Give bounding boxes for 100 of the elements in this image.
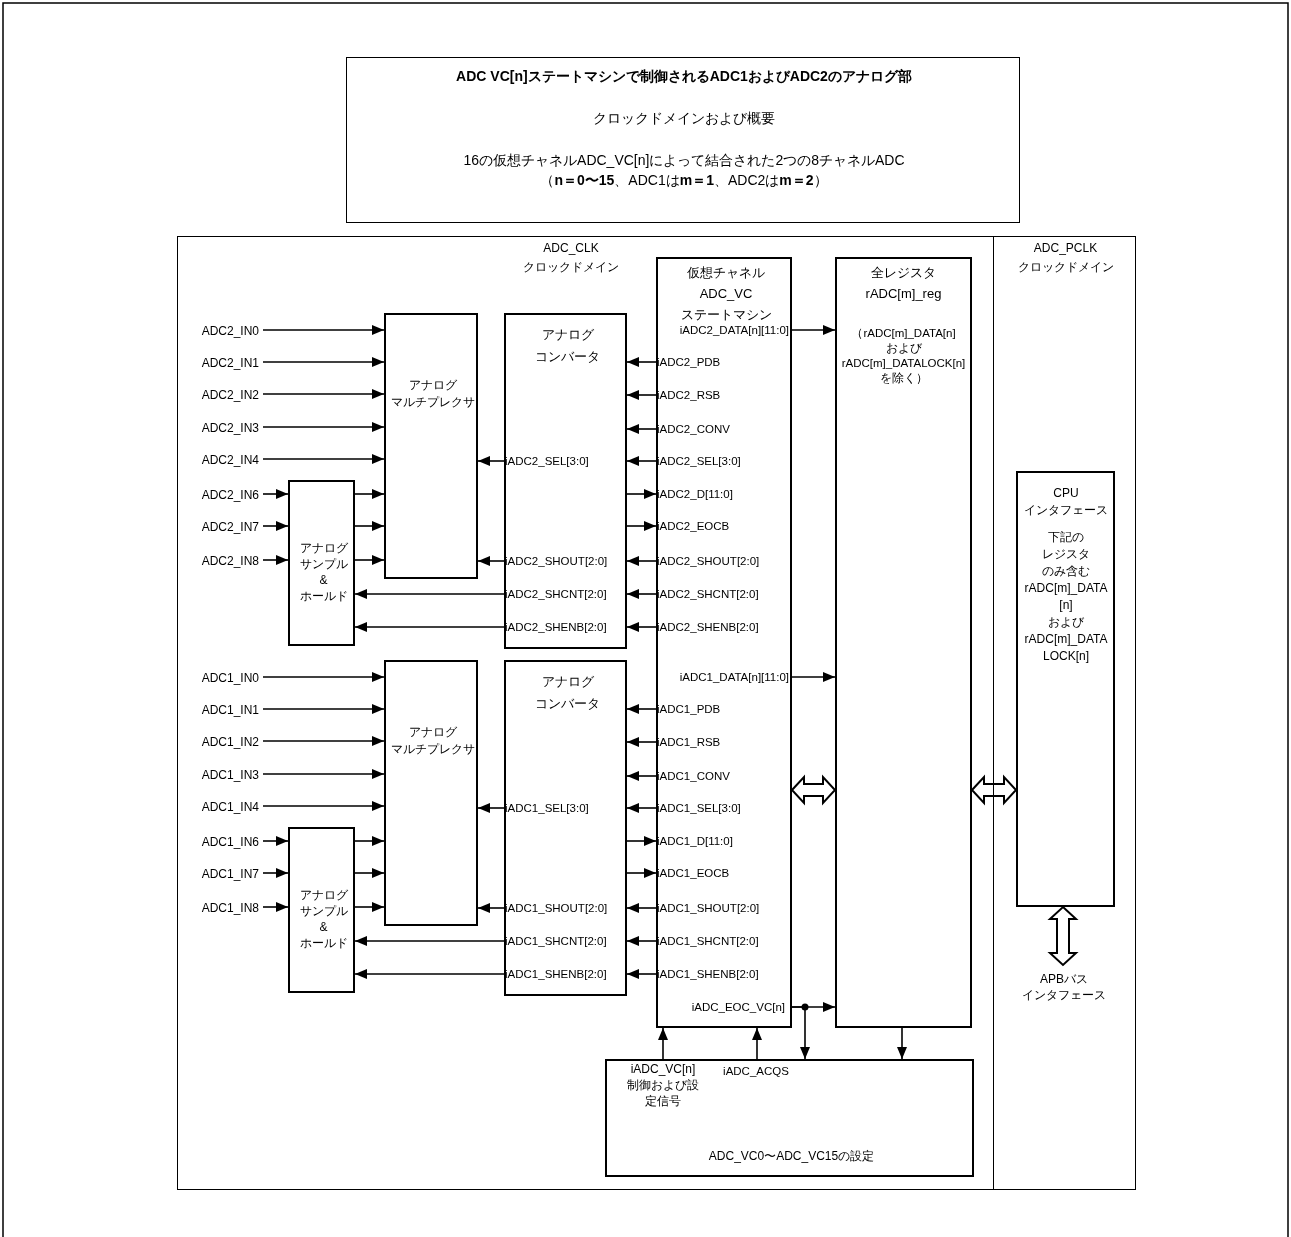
input-signal-name: ADC1_IN6 xyxy=(187,834,259,850)
signal-name: iADC2_SHOUT[2:0] xyxy=(505,554,609,569)
arrow xyxy=(626,424,657,434)
label-text: & xyxy=(318,572,329,588)
arrow xyxy=(626,771,657,781)
arrow xyxy=(262,868,289,878)
label-text: rADC[m]_DATA[n] xyxy=(1024,580,1108,614)
label-text: ADC_VC0〜ADC_VC15の設定 xyxy=(707,1148,876,1165)
signal-name: iADC2_EOCB xyxy=(657,519,731,534)
signal-name: iADC1_SHENB[2:0] xyxy=(505,967,608,982)
signal-name: iADC1_CONV xyxy=(657,769,731,784)
arrow xyxy=(626,969,657,979)
label-text: インタフェース xyxy=(1021,987,1107,1003)
label-text: クロックドメイン xyxy=(522,259,620,276)
clock-domain-region xyxy=(177,236,994,1190)
label-text: 下記の xyxy=(1047,529,1085,546)
arrow xyxy=(262,325,385,335)
signal-name: iADC1_SHOUT[2:0] xyxy=(505,901,609,916)
input-signal-name: ADC2_IN4 xyxy=(187,452,259,468)
label-text: クロックドメイン xyxy=(1016,259,1115,276)
arrow xyxy=(626,357,657,367)
arrow xyxy=(897,1027,907,1060)
signal-name: iADC2_SHENB[2:0] xyxy=(657,620,760,635)
arrow xyxy=(626,903,657,913)
arrow xyxy=(262,736,385,746)
signal-name: iADC2_SEL[3:0] xyxy=(505,454,590,469)
label-text: rADC[m]_reg xyxy=(864,285,943,303)
input-signal-name: ADC2_IN7 xyxy=(187,519,259,535)
label-text: ホールド xyxy=(298,935,349,951)
arrow xyxy=(262,836,289,846)
arrow xyxy=(262,555,289,565)
arrow xyxy=(262,672,385,682)
label-text: アナログ xyxy=(408,377,458,394)
arrow xyxy=(626,936,657,946)
label-text: および xyxy=(1047,614,1085,631)
input-signal-name: ADC1_IN0 xyxy=(187,670,259,686)
arrow xyxy=(262,389,385,399)
label-text: ADC_CLK xyxy=(542,240,600,257)
signal-name: iADC1_PDB xyxy=(657,702,722,717)
label-text: rADC[m]_DATALOCK[n] xyxy=(1024,631,1108,665)
label-text: コンバータ xyxy=(534,695,601,713)
arrow xyxy=(477,456,505,466)
label-text: コンバータ xyxy=(534,348,601,366)
arrow xyxy=(262,357,385,367)
arrow xyxy=(626,456,657,466)
signal-name: iADC1_SEL[3:0] xyxy=(505,801,590,816)
label-text: および xyxy=(884,341,923,356)
arrow xyxy=(354,936,505,946)
converter-box xyxy=(504,660,627,996)
arrow xyxy=(626,803,657,813)
label-text: クロックドメインおよび概要 xyxy=(592,109,776,128)
label-text: 仮想チャネル xyxy=(686,264,766,282)
sample-hold-box xyxy=(288,480,355,646)
label-text: ホールド xyxy=(298,588,349,604)
label-text: CPU xyxy=(1052,485,1080,502)
arrow xyxy=(626,390,657,400)
title-box xyxy=(346,57,1020,223)
label-text: & xyxy=(318,919,329,935)
label-text: サンプル xyxy=(298,903,349,919)
arrow xyxy=(752,1027,762,1060)
arrow xyxy=(354,868,385,878)
double-arrow xyxy=(970,774,1018,806)
signal-name: iADC_VC[n]制御および設定信号 xyxy=(626,1061,700,1109)
arrow xyxy=(626,589,657,599)
label-text: rADC[m]_DATALOCK[n] xyxy=(840,356,967,371)
label-text: アナログ xyxy=(298,887,349,903)
signal-name: iADC1_SEL[3:0] xyxy=(657,801,742,816)
arrow xyxy=(658,1027,668,1060)
signal-name: iADC1_SHOUT[2:0] xyxy=(657,901,761,916)
signal-name: iADC2_SEL[3:0] xyxy=(657,454,742,469)
label-text: ステートマシン xyxy=(679,306,773,324)
arrow xyxy=(354,521,385,531)
input-signal-name: ADC2_IN2 xyxy=(187,387,259,403)
arrow xyxy=(262,521,289,531)
multiplexer-box xyxy=(384,660,478,926)
label-text: のみ含む xyxy=(1041,563,1091,580)
arrow xyxy=(262,422,385,432)
arrow xyxy=(626,521,657,531)
signal-name: iADC1_RSB xyxy=(657,735,722,750)
signal-name: iADC1_SHENB[2:0] xyxy=(657,967,760,982)
arrow xyxy=(626,737,657,747)
arrow xyxy=(791,1006,810,1060)
arrow xyxy=(791,325,836,335)
signal-name: iADC1_DATA[n][11:0] xyxy=(678,670,789,685)
arrow xyxy=(477,556,505,566)
arrow xyxy=(354,589,505,599)
input-signal-name: ADC2_IN3 xyxy=(187,420,259,436)
clock-domain-region xyxy=(993,236,1136,1190)
signal-name: iADC2_D[11:0] xyxy=(657,487,734,502)
arrow xyxy=(791,672,836,682)
register-box xyxy=(835,257,972,1028)
arrow xyxy=(626,622,657,632)
input-signal-name: ADC2_IN1 xyxy=(187,355,259,371)
arrow xyxy=(626,704,657,714)
input-signal-name: ADC2_IN6 xyxy=(187,487,259,503)
signal-name: iADC2_DATA[n][11:0] xyxy=(678,323,789,338)
arrow xyxy=(262,801,385,811)
input-signal-name: ADC1_IN3 xyxy=(187,767,259,783)
arrow xyxy=(354,836,385,846)
arrow xyxy=(626,836,657,846)
